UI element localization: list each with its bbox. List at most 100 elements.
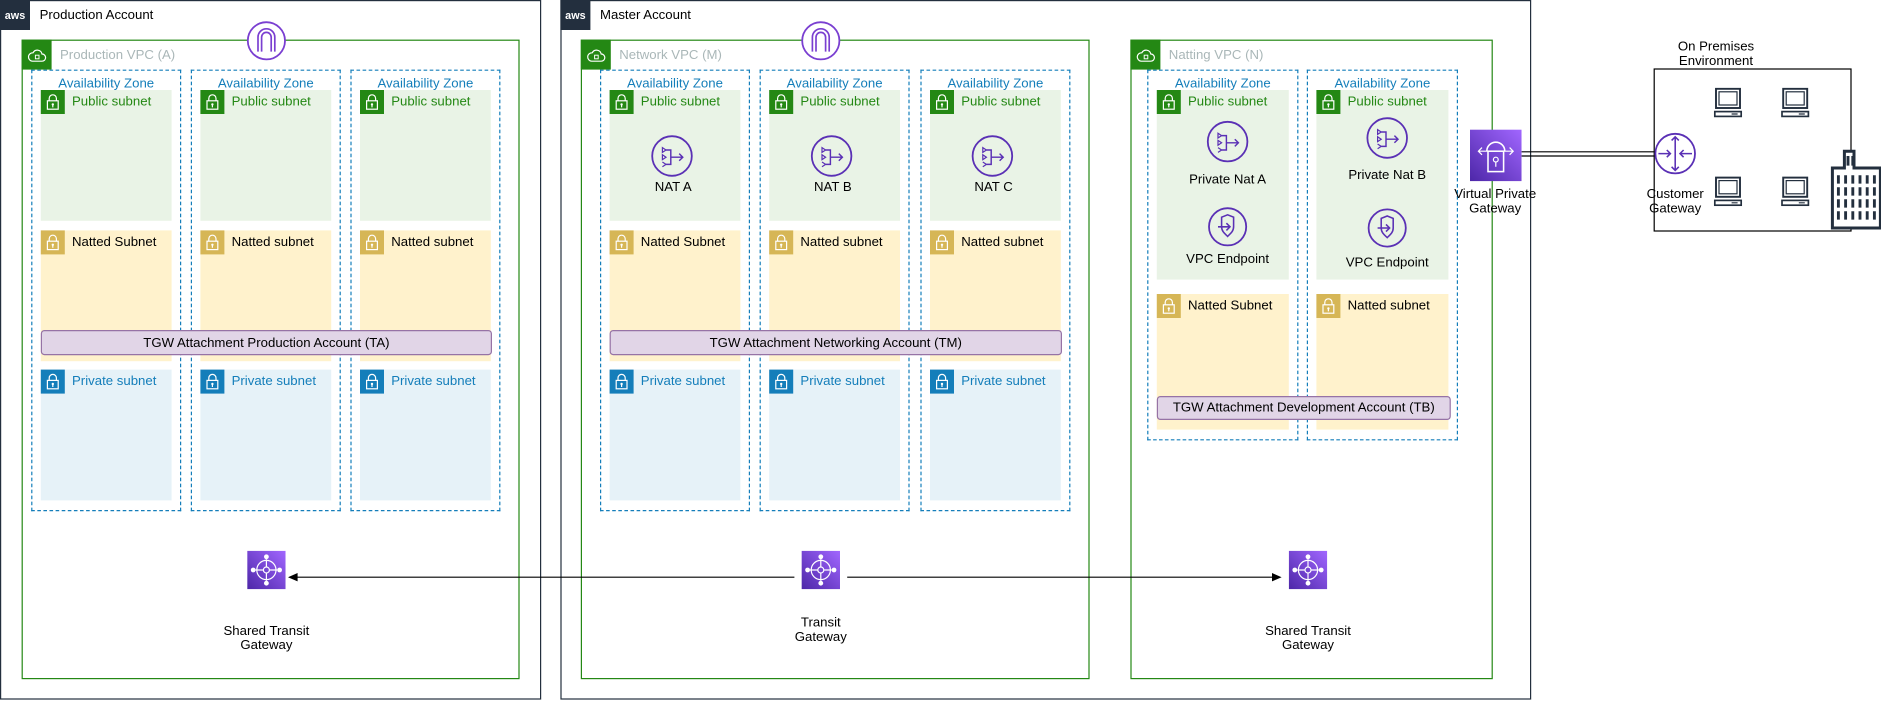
account-master: aws Master Account xyxy=(560,0,1532,700)
nat-gateway-label: NAT B xyxy=(813,180,852,195)
vpc-cloud-icon xyxy=(21,39,52,70)
subnet-label: Public subnet xyxy=(1347,94,1427,110)
availability-zone: Availability Zone xyxy=(920,69,1071,512)
lock-icon xyxy=(930,230,955,255)
subnet-label: Private subnet xyxy=(72,374,157,389)
vpc-endpoint-label: VPC Endpoint xyxy=(1186,252,1270,267)
nat-gateway-icon xyxy=(650,134,693,177)
private-subnet: Private subnet xyxy=(769,369,901,501)
az-label: Availability Zone xyxy=(217,76,314,92)
private-subnet: Private subnet xyxy=(200,369,332,501)
account-title: Master Account xyxy=(600,8,691,23)
subnet-label: Natted Subnet xyxy=(1188,298,1273,314)
az-label: Availability Zone xyxy=(1174,76,1271,92)
lock-icon xyxy=(1316,294,1341,318)
subnet-label: Natted subnet xyxy=(1347,298,1430,314)
vpc-title: Network VPC (M) xyxy=(619,48,722,63)
availability-zone: Availability Zone xyxy=(1306,69,1458,441)
desktop-computer-icon xyxy=(1713,176,1743,207)
subnet-label: Natted subnet xyxy=(231,235,314,250)
lock-icon xyxy=(360,230,384,255)
transit-gateway-label: Transit Gateway xyxy=(794,615,847,645)
lock-icon xyxy=(1156,90,1181,115)
az-label: Availability Zone xyxy=(947,76,1044,92)
subnet-label: Private subnet xyxy=(640,374,726,389)
lock-icon xyxy=(609,230,634,255)
desktop-computer-icon xyxy=(1713,87,1743,119)
transit-gateway-icon xyxy=(247,550,286,590)
private-nat-icon xyxy=(1366,116,1409,159)
virtual-private-gateway-icon xyxy=(1470,129,1522,182)
subnet-label: Private subnet xyxy=(800,374,885,389)
availability-zone: Availability Zone xyxy=(350,69,501,512)
availability-zone: Availability Zone xyxy=(1147,69,1299,441)
virtual-private-gateway-label: Virtual Private Gateway xyxy=(1454,187,1537,217)
lock-icon xyxy=(1156,294,1181,318)
subnet-label: Public subnet xyxy=(231,94,311,110)
vpc-endpoint-label: VPC Endpoint xyxy=(1345,255,1429,270)
lock-icon xyxy=(769,230,794,255)
subnet-label: Public subnet xyxy=(391,94,471,110)
customer-gateway-label: Customer Gateway xyxy=(1646,187,1704,217)
transit-gateway-icon xyxy=(1288,550,1328,590)
az-label: Availability Zone xyxy=(1334,76,1431,92)
private-nat-label: Private Nat B xyxy=(1348,168,1427,183)
subnet-label: Natted Subnet xyxy=(72,235,157,250)
availability-zone: Availability Zone xyxy=(190,69,341,512)
subnet-label: Natted subnet xyxy=(961,235,1044,250)
public-subnet: Public subnet xyxy=(930,90,1061,221)
lock-icon xyxy=(930,90,955,115)
lock-icon xyxy=(200,90,225,115)
vpc-title: Natting VPC (N) xyxy=(1168,48,1264,63)
account-title: Production Account xyxy=(39,8,154,23)
desktop-computer-icon xyxy=(1781,176,1810,207)
public-subnet: Public subnet xyxy=(360,90,491,221)
private-subnet: Private subnet xyxy=(930,369,1061,501)
subnet-label: Public subnet xyxy=(1188,94,1268,110)
vpc-endpoint-icon xyxy=(1207,205,1248,248)
vpc-natting: Natting VPC (N) xyxy=(1130,39,1493,680)
nat-gateway-icon xyxy=(971,134,1014,177)
on-premises-label: On Premises Environment xyxy=(1677,39,1755,69)
availability-zone: Availability Zone xyxy=(759,69,910,512)
shared-transit-gateway-label: Shared Transit Gateway xyxy=(1265,624,1351,653)
vpc-cloud-icon xyxy=(580,39,611,70)
subnet-label: Private subnet xyxy=(961,374,1046,389)
aws-logo: aws xyxy=(560,0,591,31)
tgw-attachment-development: TGW Attachment Development Account (TB) xyxy=(1156,396,1451,421)
az-label: Availability Zone xyxy=(627,76,723,92)
az-label: Availability Zone xyxy=(58,76,155,92)
tgw-attachment-production: TGW Attachment Production Account (TA) xyxy=(40,330,493,356)
internet-gateway-icon xyxy=(246,20,287,61)
lock-icon xyxy=(609,90,634,115)
availability-zone: Availability Zone xyxy=(600,69,750,512)
subnet-label: Public subnet xyxy=(800,94,880,110)
private-subnet: Private subnet xyxy=(360,369,491,501)
subnet-label: Private subnet xyxy=(391,374,476,389)
subnet-label: Public subnet xyxy=(72,94,152,110)
vpc-title: Production VPC (A) xyxy=(60,48,176,63)
subnet-label: Natted Subnet xyxy=(640,235,726,250)
az-label: Availability Zone xyxy=(786,76,883,92)
transit-gateway-icon xyxy=(801,550,841,590)
vpc-endpoint-icon xyxy=(1367,206,1408,249)
lock-icon xyxy=(769,90,794,115)
lock-icon xyxy=(769,369,794,394)
public-subnet: Public subnet xyxy=(609,90,741,221)
private-nat-icon xyxy=(1206,120,1249,163)
vpc-cloud-icon xyxy=(1130,39,1161,70)
subnet-label: Natted subnet xyxy=(800,235,883,250)
lock-icon xyxy=(1316,90,1341,115)
nat-gateway-label: NAT C xyxy=(974,180,1013,195)
private-nat-label: Private Nat A xyxy=(1189,172,1267,188)
subnet-label: Natted subnet xyxy=(391,235,474,250)
desktop-computer-icon xyxy=(1781,87,1810,119)
subnet-label: Private subnet xyxy=(231,374,316,389)
customer-gateway-icon xyxy=(1654,132,1697,175)
public-subnet: Public subnet xyxy=(769,90,901,221)
tgw-attachment-networking: TGW Attachment Networking Account (TM) xyxy=(609,330,1062,356)
subnet-label: Public subnet xyxy=(961,94,1041,110)
private-subnet: Private subnet xyxy=(40,369,172,501)
